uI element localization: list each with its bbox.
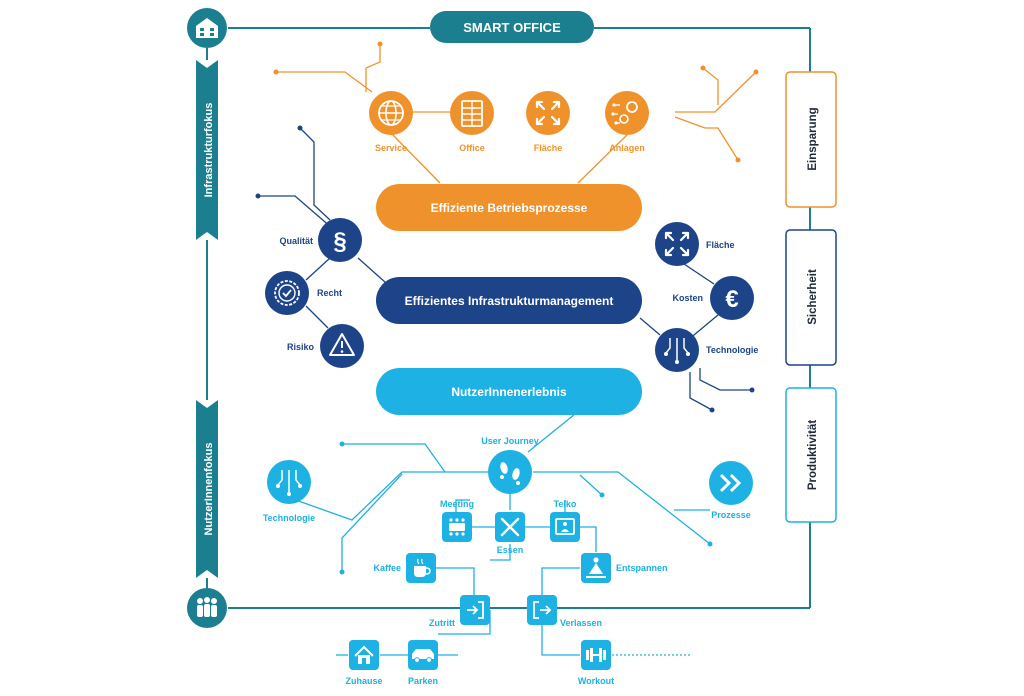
label-zuhause: Zuhause bbox=[345, 676, 382, 686]
gears-circuit-icon bbox=[605, 91, 649, 135]
building-corner-icon bbox=[187, 8, 227, 48]
double-chevron-icon bbox=[709, 461, 753, 505]
label-parken: Parken bbox=[408, 676, 438, 686]
svg-text:§: § bbox=[333, 228, 346, 255]
svg-text:Infrastrukturfokus: Infrastrukturfokus bbox=[203, 103, 215, 198]
relax-icon bbox=[581, 553, 611, 583]
label-zutritt: Zutritt bbox=[429, 618, 455, 628]
label-service: Service bbox=[375, 143, 407, 153]
svg-text:Produktivität: Produktivität bbox=[807, 420, 819, 490]
label-verlassen: Verlassen bbox=[560, 618, 602, 628]
label-telko: Telko bbox=[554, 499, 577, 509]
box-sicherheit: Sicherheit bbox=[785, 229, 837, 366]
pill-infrastrukturmanagement: Effizientes Infrastrukturmanagement bbox=[376, 277, 642, 324]
label-kosten: Kosten bbox=[672, 293, 703, 303]
seal-check-icon bbox=[265, 271, 309, 315]
home-icon bbox=[349, 640, 379, 670]
title-text: SMART OFFICE bbox=[463, 20, 561, 35]
label-office: Office bbox=[459, 143, 485, 153]
warning-icon bbox=[320, 324, 364, 368]
circuit-icon-cyan bbox=[267, 460, 311, 504]
svg-text:Einsparung: Einsparung bbox=[807, 107, 819, 170]
svg-text:Sicherheit: Sicherheit bbox=[807, 269, 819, 325]
label-workout: Workout bbox=[578, 676, 614, 686]
label-prozesse: Prozesse bbox=[711, 510, 751, 520]
orange-dots bbox=[273, 41, 759, 163]
label-user-journey: User Journey bbox=[481, 436, 539, 446]
label-qualitaet: Qualität bbox=[279, 236, 313, 246]
title-pill: SMART OFFICE bbox=[430, 11, 594, 43]
pill-betriebsprozesse: Effiziente Betriebsprozesse bbox=[376, 184, 642, 231]
label-flaeche-navy: Fläche bbox=[706, 240, 735, 250]
coffee-icon bbox=[406, 553, 436, 583]
orange-connectors bbox=[276, 44, 757, 184]
video-call-icon bbox=[550, 512, 580, 542]
meeting-icon bbox=[442, 512, 472, 542]
globe-icon bbox=[369, 91, 413, 135]
label-technologie-cyan: Technologie bbox=[263, 513, 315, 523]
box-produktivitaet: Produktivität bbox=[785, 387, 837, 523]
exit-icon bbox=[527, 595, 557, 625]
expand-arrows-icon bbox=[526, 91, 570, 135]
svg-text:NutzerInnenfokus: NutzerInnenfokus bbox=[203, 443, 215, 536]
label-recht: Recht bbox=[317, 288, 342, 298]
svg-text:Effiziente Betriebsprozesse: Effiziente Betriebsprozesse bbox=[431, 201, 588, 215]
expand-arrows-icon-navy bbox=[655, 222, 699, 266]
svg-text:€: € bbox=[725, 286, 738, 313]
circuit-icon-navy bbox=[655, 328, 699, 372]
ribbon-infrastrukturfokus: Infrastrukturfokus bbox=[196, 60, 218, 240]
navy-dots bbox=[255, 125, 755, 413]
label-essen: Essen bbox=[497, 545, 524, 555]
box-einsparung: Einsparung bbox=[785, 71, 837, 208]
cyan-connectors bbox=[289, 413, 711, 656]
label-risiko: Risiko bbox=[287, 342, 315, 352]
cyan-dots bbox=[339, 441, 713, 575]
footprints-icon bbox=[488, 450, 532, 494]
frame bbox=[206, 27, 811, 609]
svg-text:NutzerInnenerlebnis: NutzerInnenerlebnis bbox=[451, 385, 567, 399]
euro-icon: € bbox=[710, 276, 754, 320]
label-technologie-navy: Technologie bbox=[706, 345, 758, 355]
pill-nutzerinnenerlebnis: NutzerInnenerlebnis bbox=[376, 368, 642, 415]
label-anlagen: Anlagen bbox=[609, 143, 645, 153]
ribbon-nutzerinnenfokus: NutzerInnenfokus bbox=[196, 400, 218, 578]
cutlery-icon bbox=[495, 512, 525, 542]
label-entspannen: Entspannen bbox=[616, 563, 668, 573]
label-meeting: Meeting bbox=[440, 499, 474, 509]
dumbbell-icon bbox=[581, 640, 611, 670]
people-corner-icon bbox=[187, 588, 227, 628]
navy-connectors bbox=[258, 127, 752, 411]
building-icon bbox=[450, 91, 494, 135]
enter-icon bbox=[460, 595, 490, 625]
paragraph-icon: § bbox=[318, 218, 362, 262]
label-flaeche-orange: Fläche bbox=[534, 143, 563, 153]
label-kaffee: Kaffee bbox=[373, 563, 401, 573]
svg-text:Effizientes Infrastrukturmanag: Effizientes Infrastrukturmanagement bbox=[405, 294, 614, 308]
car-icon bbox=[408, 640, 438, 670]
